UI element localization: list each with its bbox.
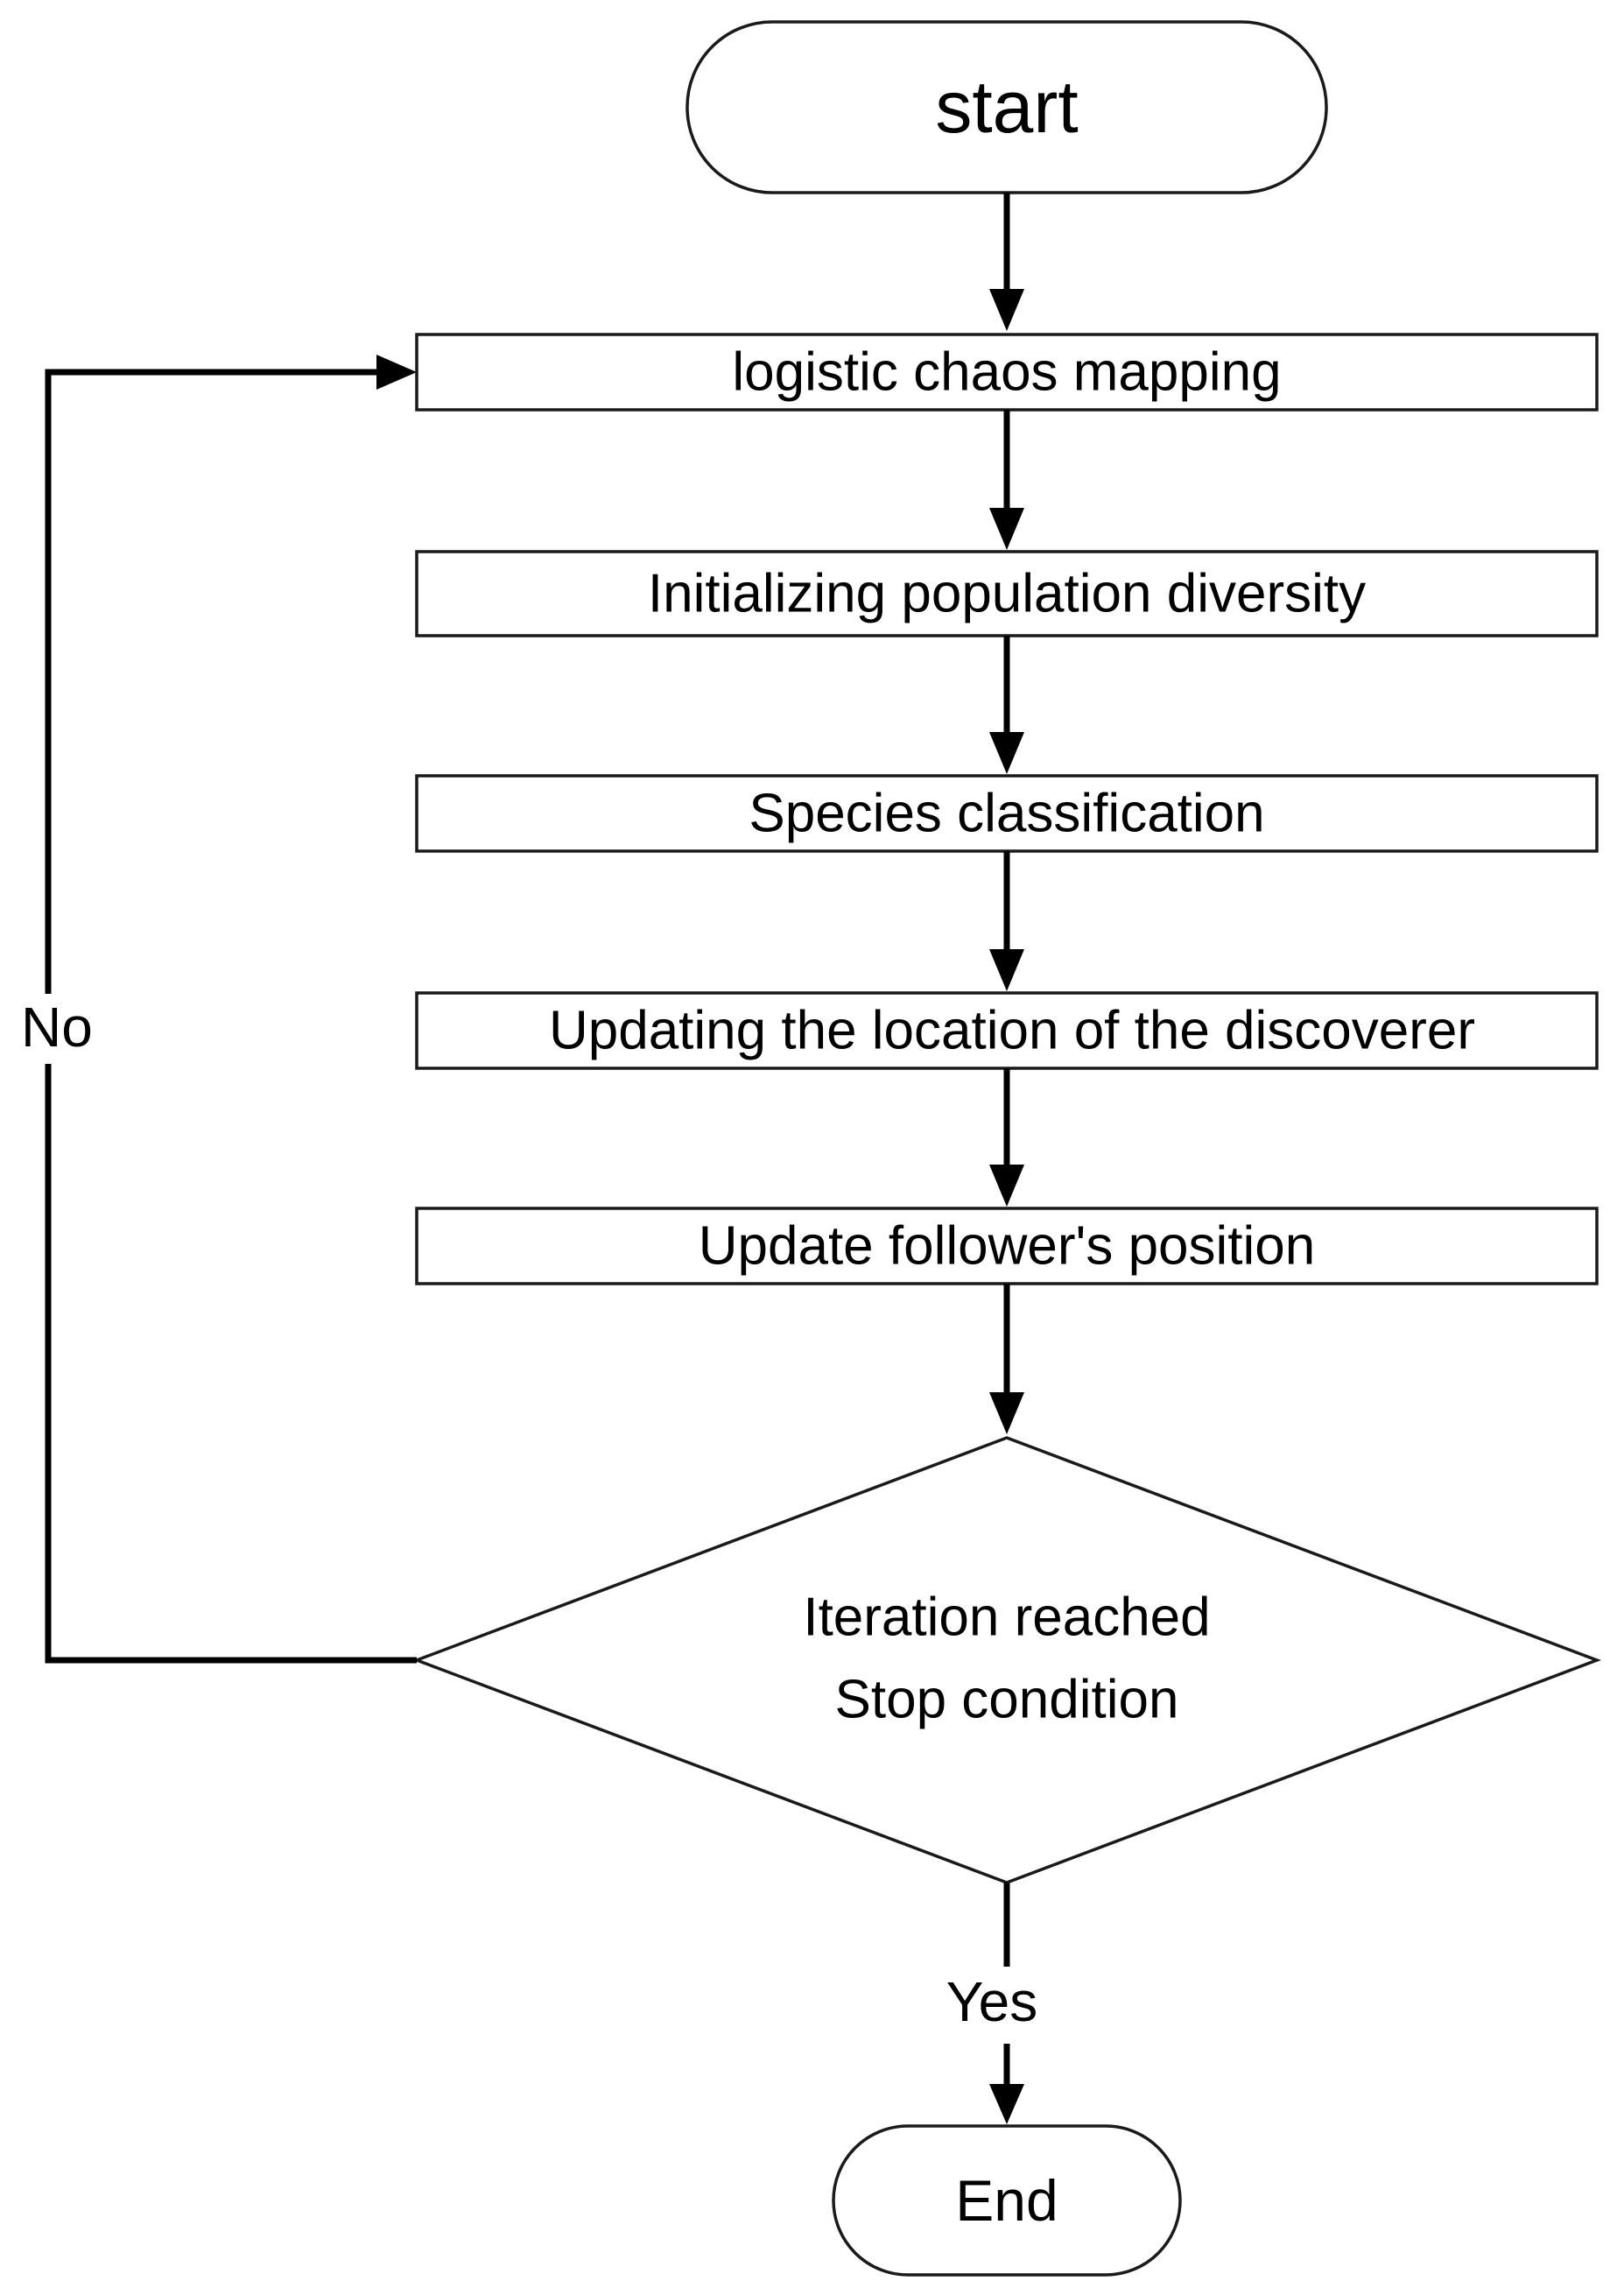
arrow-init-to-species: [989, 636, 1024, 774]
update-follower-label: Update follower's position: [699, 1216, 1316, 1277]
logistic-chaos-mapping-label: logistic chaos mapping: [732, 342, 1281, 403]
start-node: start: [685, 20, 1328, 194]
init-population-node: Initializing population diversity: [415, 550, 1599, 637]
arrow-discoverer-to-follower: [989, 1068, 1024, 1207]
update-follower-node: Update follower's position: [415, 1207, 1599, 1285]
species-classification-node: Species classification: [415, 774, 1599, 853]
arrow-logistic-to-init: [989, 410, 1024, 550]
update-discoverer-label: Updating the location of the discoverer: [549, 1001, 1475, 1061]
end-node: End: [832, 2124, 1182, 2277]
arrow-species-to-discoverer: [989, 851, 1024, 991]
decision-line-2: Stop condition: [835, 1670, 1179, 1730]
init-population-label: Initializing population diversity: [648, 564, 1366, 624]
no-branch-connector: [45, 355, 417, 1664]
start-label: start: [935, 66, 1078, 148]
end-label: End: [955, 2168, 1058, 2233]
update-discoverer-node: Updating the location of the discoverer: [415, 991, 1599, 1070]
yes-label: Yes: [946, 1970, 1037, 2033]
logistic-chaos-mapping-node: logistic chaos mapping: [415, 333, 1599, 412]
arrow-start-to-logistic: [989, 193, 1024, 331]
species-classification-label: Species classification: [749, 784, 1264, 844]
decision-line-1: Iteration reached: [803, 1587, 1210, 1648]
no-label: No: [21, 996, 93, 1059]
arrow-follower-to-decision: [989, 1284, 1024, 1434]
yes-branch-connector: [989, 1883, 1024, 2124]
stop-condition-decision: Iteration reached Stop condition: [412, 1436, 1601, 1884]
